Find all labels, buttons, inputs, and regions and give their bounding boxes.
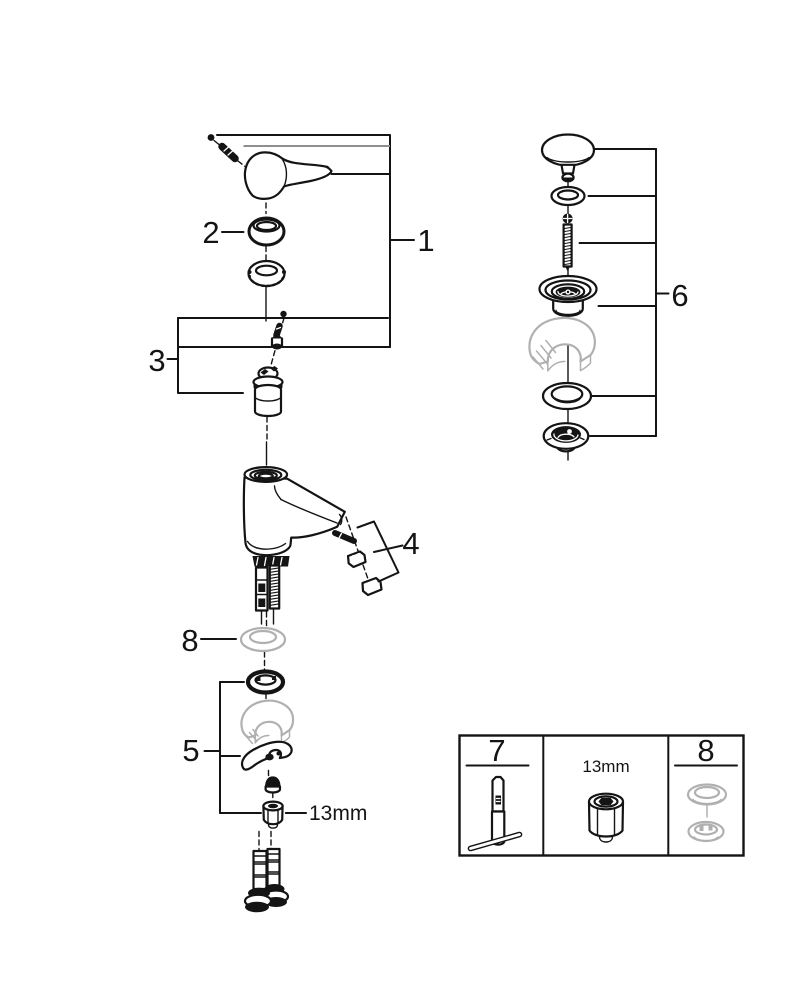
mounting-socket-tool-icon [467,775,523,852]
hex-socket-nut-icon [587,792,625,843]
legend-cell-8-label: 8 [697,733,714,768]
callout-3-label: 3 [148,343,165,378]
callout-bracket-6 [578,148,670,437]
mounting-shank [252,556,290,612]
faucet-body [242,466,346,557]
supply-hoses [243,847,290,913]
drain-flange [538,274,598,317]
callout-2-label: 2 [202,215,219,250]
drain-washer [541,381,593,411]
legend-cell-7-label: 7 [488,733,505,768]
callout-6-label: 6 [671,278,688,313]
pull-rod [562,213,573,272]
hex-nut-13mm [262,800,284,829]
callout-1-label: 1 [417,223,434,258]
handle-cap-ring [247,216,286,247]
washer-and-bushing-set-icon [686,783,728,843]
wrench-size-label: 13mm [309,802,367,825]
callout-bracket-4 [356,520,404,583]
aerator-set [332,516,383,597]
callout-bracket-1 [216,134,415,348]
callout-5-label: 5 [182,733,199,768]
legend-box [458,734,745,857]
callout-8-label: 8 [181,623,198,658]
dome-nut [264,776,282,794]
lock-ring [245,669,286,695]
wedge-spacer [240,699,295,745]
legend-cell-13mm-label: 13mm [582,757,629,776]
serrated-ring [247,259,286,288]
cartridge-screw [273,310,287,339]
mounting-clamp [240,740,293,771]
lever-handle [243,151,333,200]
cartridge [252,366,284,418]
callout-4-label: 4 [402,526,419,561]
callout-bracket-3 [166,317,391,394]
callout-bracket-5 [203,681,262,814]
drain-plug [540,133,596,183]
base-ring [239,626,287,653]
drain-wedge-spacer [528,316,596,372]
cartridge-cap [270,335,284,350]
drain-nut [542,422,590,453]
drain-o-ring [550,185,586,207]
